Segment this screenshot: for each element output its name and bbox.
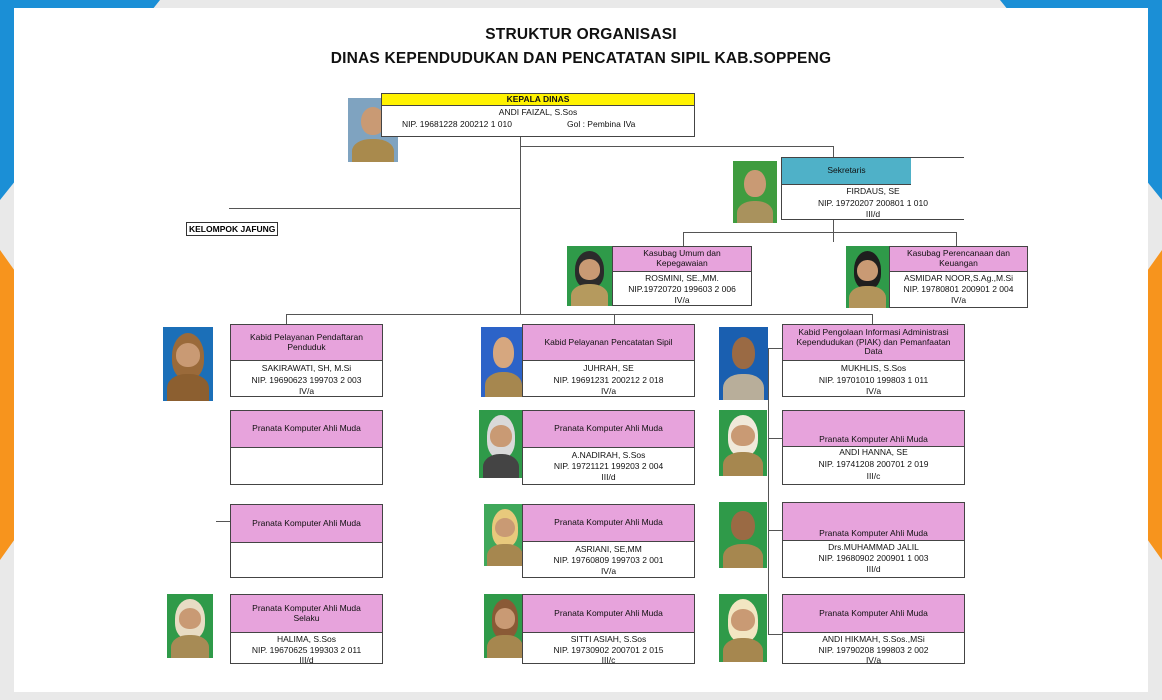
sekretaris-position: Sekretaris (782, 158, 911, 185)
right-pranata-2-box: Pranata Komputer Ahli Muda Drs.MUHAMMAD … (782, 502, 965, 578)
left-pranata-3-nip: NIP. 19670625 199303 2 011 (251, 645, 362, 655)
mid-pranata-3-grade: III/c (601, 655, 616, 665)
right-pranata-3-position: Pranata Komputer Ahli Muda (783, 595, 964, 633)
kabid-pencatatan-box: Kabid Pelayanan Pencatatan Sipil JUHRAH,… (522, 324, 695, 397)
kasubag-umum-position: Kasubag Umum dan Kepegawaian (613, 247, 751, 272)
left-pranata-3-grade: III/d (299, 655, 314, 665)
kasubag-umum-grade: IV/a (674, 295, 690, 305)
kasubag-perencanaan-nip: NIP. 19780801 200901 2 004 (903, 284, 1014, 294)
mid-pranata-1-name: A.NADIRAH, S.Sos (571, 450, 646, 460)
avatar-right-pranata-2 (719, 502, 767, 568)
right-pranata-3-grade: IV/a (865, 655, 882, 665)
kabid-pendaftaran-nip: NIP. 19690623 199703 2 003 (251, 375, 362, 385)
right-pranata-1-nip: NIP. 19741208 200701 2 019 (818, 459, 929, 469)
kabid-pencatatan-grade: IV/a (600, 386, 617, 396)
mid-pranata-1-box: Pranata Komputer Ahli Muda A.NADIRAH, S.… (522, 410, 695, 485)
right-pranata-2-nip: NIP. 19680902 200901 1 003 (818, 553, 929, 563)
kasubag-umum-box: Kasubag Umum dan Kepegawaian ROSMINI, SE… (612, 246, 752, 306)
kabid-pendaftaran-name: SAKIRAWATI, SH, M.Si (261, 363, 352, 373)
kelompok-jafung-label: KELOMPOK JAFUNG (186, 222, 279, 236)
mid-pranata-3-nip: NIP. 19730902 200701 2 015 (553, 645, 664, 655)
avatar-kabid-pendaftaran (163, 327, 213, 401)
mid-pranata-3-box: Pranata Komputer Ahli Muda SITTI ASIAH, … (522, 594, 695, 665)
mid-pranata-2-grade: IV/a (600, 566, 617, 576)
kasubag-perencanaan-name: ASMIDAR NOOR,S.Ag.,M.Si (903, 273, 1014, 283)
kabid-pendaftaran-box: Kabid Pelayanan Pendaftaran Penduduk SAK… (230, 324, 383, 397)
avatar-mid-pranata-2 (484, 504, 526, 566)
avatar-mid-pranata-3 (484, 594, 526, 658)
avatar-kabid-piak (719, 327, 768, 400)
mid-pranata-3-position: Pranata Komputer Ahli Muda (523, 595, 694, 633)
chart-title-line2: DINAS KEPENDUDUKAN DAN PENCATATAN SIPIL … (330, 50, 832, 67)
mid-pranata-2-position: Pranata Komputer Ahli Muda (523, 505, 694, 542)
left-pranata-3-position: Pranata Komputer Ahli Muda Selaku (231, 595, 382, 633)
sekretaris-name: FIRDAUS, SE (846, 186, 900, 196)
right-pranata-2-grade: III/d (866, 564, 881, 574)
left-pranata-2-box: Pranata Komputer Ahli Muda (230, 504, 383, 578)
kepala-dinas-nip: NIP. 19681228 200212 1 010 (402, 119, 512, 129)
kasubag-perencanaan-box: Kasubag Perencanaan dan Keuangan ASMIDAR… (889, 246, 1028, 308)
kabid-piak-grade: IV/a (865, 386, 882, 396)
kasubag-perencanaan-position: Kasubag Perencanaan dan Keuangan (890, 247, 1027, 272)
right-pranata-1-position: Pranata Komputer Ahli Muda (783, 411, 964, 447)
avatar-right-pranata-1 (719, 410, 767, 476)
mid-pranata-1-position: Pranata Komputer Ahli Muda (523, 411, 694, 448)
right-pranata-1-box: Pranata Komputer Ahli Muda ANDI HANNA, S… (782, 410, 965, 485)
kepala-dinas-position: KEPALA DINAS (382, 94, 694, 106)
kepala-dinas-name: ANDI FAIZAL, S.Sos (498, 107, 578, 117)
kepala-dinas-box: KEPALA DINAS ANDI FAIZAL, S.Sos NIP. 196… (381, 93, 695, 137)
right-pranata-3-box: Pranata Komputer Ahli Muda ANDI HIKMAH, … (782, 594, 965, 665)
right-pranata-1-name: ANDI HANNA, SE (839, 447, 908, 457)
kabid-piak-name: MUKHLIS, S.Sos (840, 363, 907, 373)
sekretaris-box: Sekretaris FIRDAUS, SE NIP. 19720207 200… (781, 157, 964, 220)
kabid-pencatatan-position: Kabid Pelayanan Pencatatan Sipil (523, 325, 694, 361)
left-pranata-1-position: Pranata Komputer Ahli Muda (231, 411, 382, 448)
right-pranata-3-name: ANDI HIKMAH, S.Sos.,MSi (822, 634, 925, 644)
chart-title-line1: STRUKTUR ORGANISASI (485, 26, 677, 43)
mid-pranata-2-name: ASRIANI, SE,MM (575, 544, 642, 554)
avatar-mid-pranata-1 (479, 410, 523, 478)
kasubag-umum-nip: NIP.19720720 199603 2 006 (628, 284, 736, 294)
kabid-piak-position: Kabid Pengolaan Informasi Administrasi K… (783, 325, 964, 361)
kabid-pencatatan-name: JUHRAH, SE (583, 363, 634, 373)
sekretaris-grade: III/d (865, 209, 881, 219)
avatar-left-pranata-3 (167, 594, 213, 658)
mid-pranata-3-name: SITTI ASIAH, S.Sos (570, 634, 647, 644)
mid-pranata-1-nip: NIP. 19721121 199203 2 004 (553, 461, 664, 471)
kabid-piak-box: Kabid Pengolaan Informasi Administrasi K… (782, 324, 965, 397)
avatar-kabid-pencatatan (481, 327, 526, 397)
avatar-right-pranata-3 (719, 594, 767, 662)
right-pranata-1-grade: III/c (866, 471, 881, 481)
kabid-pendaftaran-grade: IV/a (298, 386, 315, 396)
right-pranata-2-name: Drs.MUHAMMAD JALIL (828, 542, 919, 552)
avatar-sekretaris (733, 161, 777, 223)
kabid-piak-nip: NIP. 19701010 199803 1 011 (818, 375, 929, 385)
kasubag-umum-name: ROSMINI, SE.,MM. (645, 273, 719, 283)
left-pranata-1-box: Pranata Komputer Ahli Muda (230, 410, 383, 485)
kepala-dinas-gol: Gol : Pembina IVa (567, 119, 636, 129)
left-pranata-3-box: Pranata Komputer Ahli Muda Selaku HALIMA… (230, 594, 383, 665)
left-pranata-3-name: HALIMA, S.Sos (276, 634, 337, 644)
mid-pranata-2-nip: NIP. 19760809 199703 2 001 (553, 555, 664, 565)
right-pranata-2-position: Pranata Komputer Ahli Muda (783, 503, 964, 541)
kabid-pendaftaran-position: Kabid Pelayanan Pendaftaran Penduduk (231, 325, 382, 361)
avatar-kasubag-umum (567, 246, 612, 306)
avatar-kasubag-perencanaan (846, 246, 889, 308)
sekretaris-nip: NIP. 19720207 200801 1 010 (818, 198, 928, 208)
kabid-pencatatan-nip: NIP. 19691231 200212 2 018 (553, 375, 664, 385)
kasubag-perencanaan-grade: IV/a (950, 295, 967, 305)
right-pranata-3-nip: NIP. 19790208 199803 2 002 (818, 645, 929, 655)
left-pranata-2-position: Pranata Komputer Ahli Muda (231, 505, 382, 543)
mid-pranata-1-grade: III/d (601, 472, 616, 482)
mid-pranata-2-box: Pranata Komputer Ahli Muda ASRIANI, SE,M… (522, 504, 695, 578)
